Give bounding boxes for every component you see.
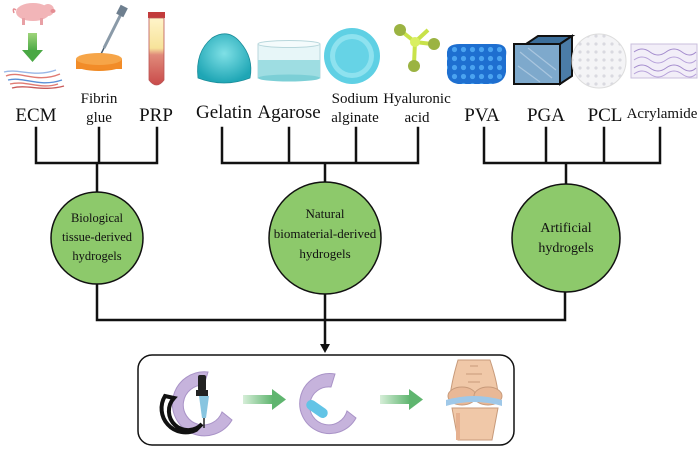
label-hyaluronic-line1: Hyaluronic (383, 91, 451, 107)
label-fibrin-line1: Fibrin (81, 91, 118, 107)
node-biological-line1: Biological (71, 211, 124, 225)
ecm-fibers-icon (3, 69, 65, 89)
down-arrow-icon (22, 33, 43, 62)
label-ecm: ECM (15, 105, 56, 126)
node-artificial: Artificial hydrogels (511, 183, 621, 293)
node-natural-line3: hydrogels (299, 246, 350, 261)
node-biological-line2: tissue-derived (62, 230, 133, 244)
alginate-disc-icon (324, 28, 380, 84)
label-agarose: Agarose (257, 102, 320, 123)
node-biological: Biological tissue-derived hydrogels (50, 191, 144, 285)
blood-tube-icon (148, 12, 165, 86)
node-natural-line1: Natural (306, 206, 345, 221)
label-prp: PRP (139, 105, 173, 126)
molecule-icon (394, 24, 440, 72)
application-box (137, 354, 515, 446)
label-pcl: PCL (588, 105, 623, 126)
knee-joint-icon (446, 359, 503, 441)
label-sodium-line2: alginate (331, 110, 379, 126)
label-acrylamide: Acrylamide (627, 106, 698, 122)
label-hyaluronic-line2: acid (405, 110, 430, 126)
fibrin-dropper-icon (76, 4, 128, 71)
label-fibrin-line2: glue (86, 110, 112, 126)
meniscus-injection-icon (159, 371, 233, 437)
agarose-dish-icon (257, 40, 321, 82)
node-artificial-line2: hydrogels (538, 241, 593, 256)
node-natural-line2: biomaterial-derived (274, 226, 377, 241)
mesh-disc-icon (571, 33, 627, 89)
node-artificial-line1: Artificial (540, 221, 591, 236)
down-arrow-head (320, 344, 330, 353)
node-biological-line3: hydrogels (72, 249, 121, 263)
right-arrow-icon-2 (380, 389, 423, 410)
right-arrow-icon-1 (243, 389, 286, 410)
label-gelatin: Gelatin (196, 102, 252, 123)
fiber-mesh-icon (630, 43, 698, 79)
meniscus-repaired-icon (299, 373, 357, 435)
gelatin-gel-icon (197, 33, 252, 84)
label-pga: PGA (527, 105, 565, 126)
pig-icon (12, 3, 56, 25)
label-pva: PVA (464, 105, 500, 126)
node-natural: Natural biomaterial-derived hydrogels (268, 181, 382, 295)
label-sodium-line1: Sodium (332, 91, 379, 107)
scaffold-cube-icon (513, 34, 576, 86)
porous-scaffold-icon (446, 44, 507, 84)
